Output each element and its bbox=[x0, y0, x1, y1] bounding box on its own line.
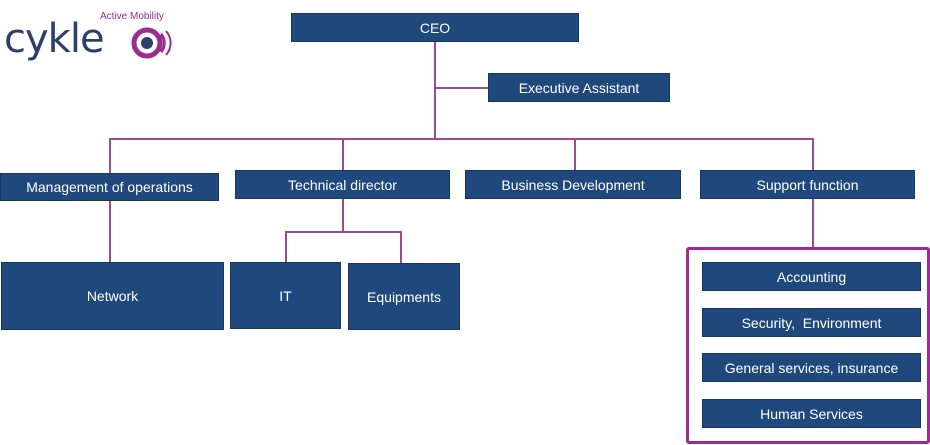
connector-operations-network bbox=[109, 200, 111, 263]
connector-horizontal-bar bbox=[109, 138, 814, 140]
technical-director-box: Technical director bbox=[235, 170, 450, 199]
connector-ceo-trunk bbox=[434, 41, 436, 139]
accounting-box: Accounting bbox=[702, 262, 921, 291]
connector-operations bbox=[109, 138, 111, 174]
business-development-box: Business Development bbox=[465, 170, 681, 199]
connector-assistant bbox=[435, 87, 488, 89]
connector-support-group bbox=[812, 198, 814, 248]
general-services-box: General services, insurance bbox=[702, 353, 921, 382]
target-signal-icon bbox=[131, 27, 172, 59]
connector-technical-split bbox=[285, 231, 402, 233]
management-operations-box: Management of operations bbox=[0, 173, 219, 201]
network-box: Network bbox=[1, 262, 224, 330]
executive-assistant-box: Executive Assistant bbox=[488, 73, 670, 102]
human-services-box: Human Services bbox=[702, 399, 921, 428]
company-logo: Active Mobility cykle bbox=[4, 10, 179, 65]
it-box: IT bbox=[230, 262, 341, 329]
connector-business bbox=[574, 138, 576, 171]
connector-support bbox=[812, 138, 814, 171]
connector-technical bbox=[342, 138, 344, 171]
connector-equipments bbox=[400, 231, 402, 263]
connector-technical-down bbox=[342, 198, 344, 232]
support-function-box: Support function bbox=[700, 170, 915, 199]
ceo-box: CEO bbox=[291, 13, 579, 42]
logo-wordmark: cykle bbox=[4, 16, 105, 62]
support-units-group bbox=[686, 247, 930, 444]
equipments-box: Equipments bbox=[348, 263, 460, 330]
connector-it bbox=[285, 231, 287, 263]
security-environment-box: Security, Environment bbox=[702, 308, 921, 337]
logo-tagline: Active Mobility bbox=[100, 11, 164, 22]
